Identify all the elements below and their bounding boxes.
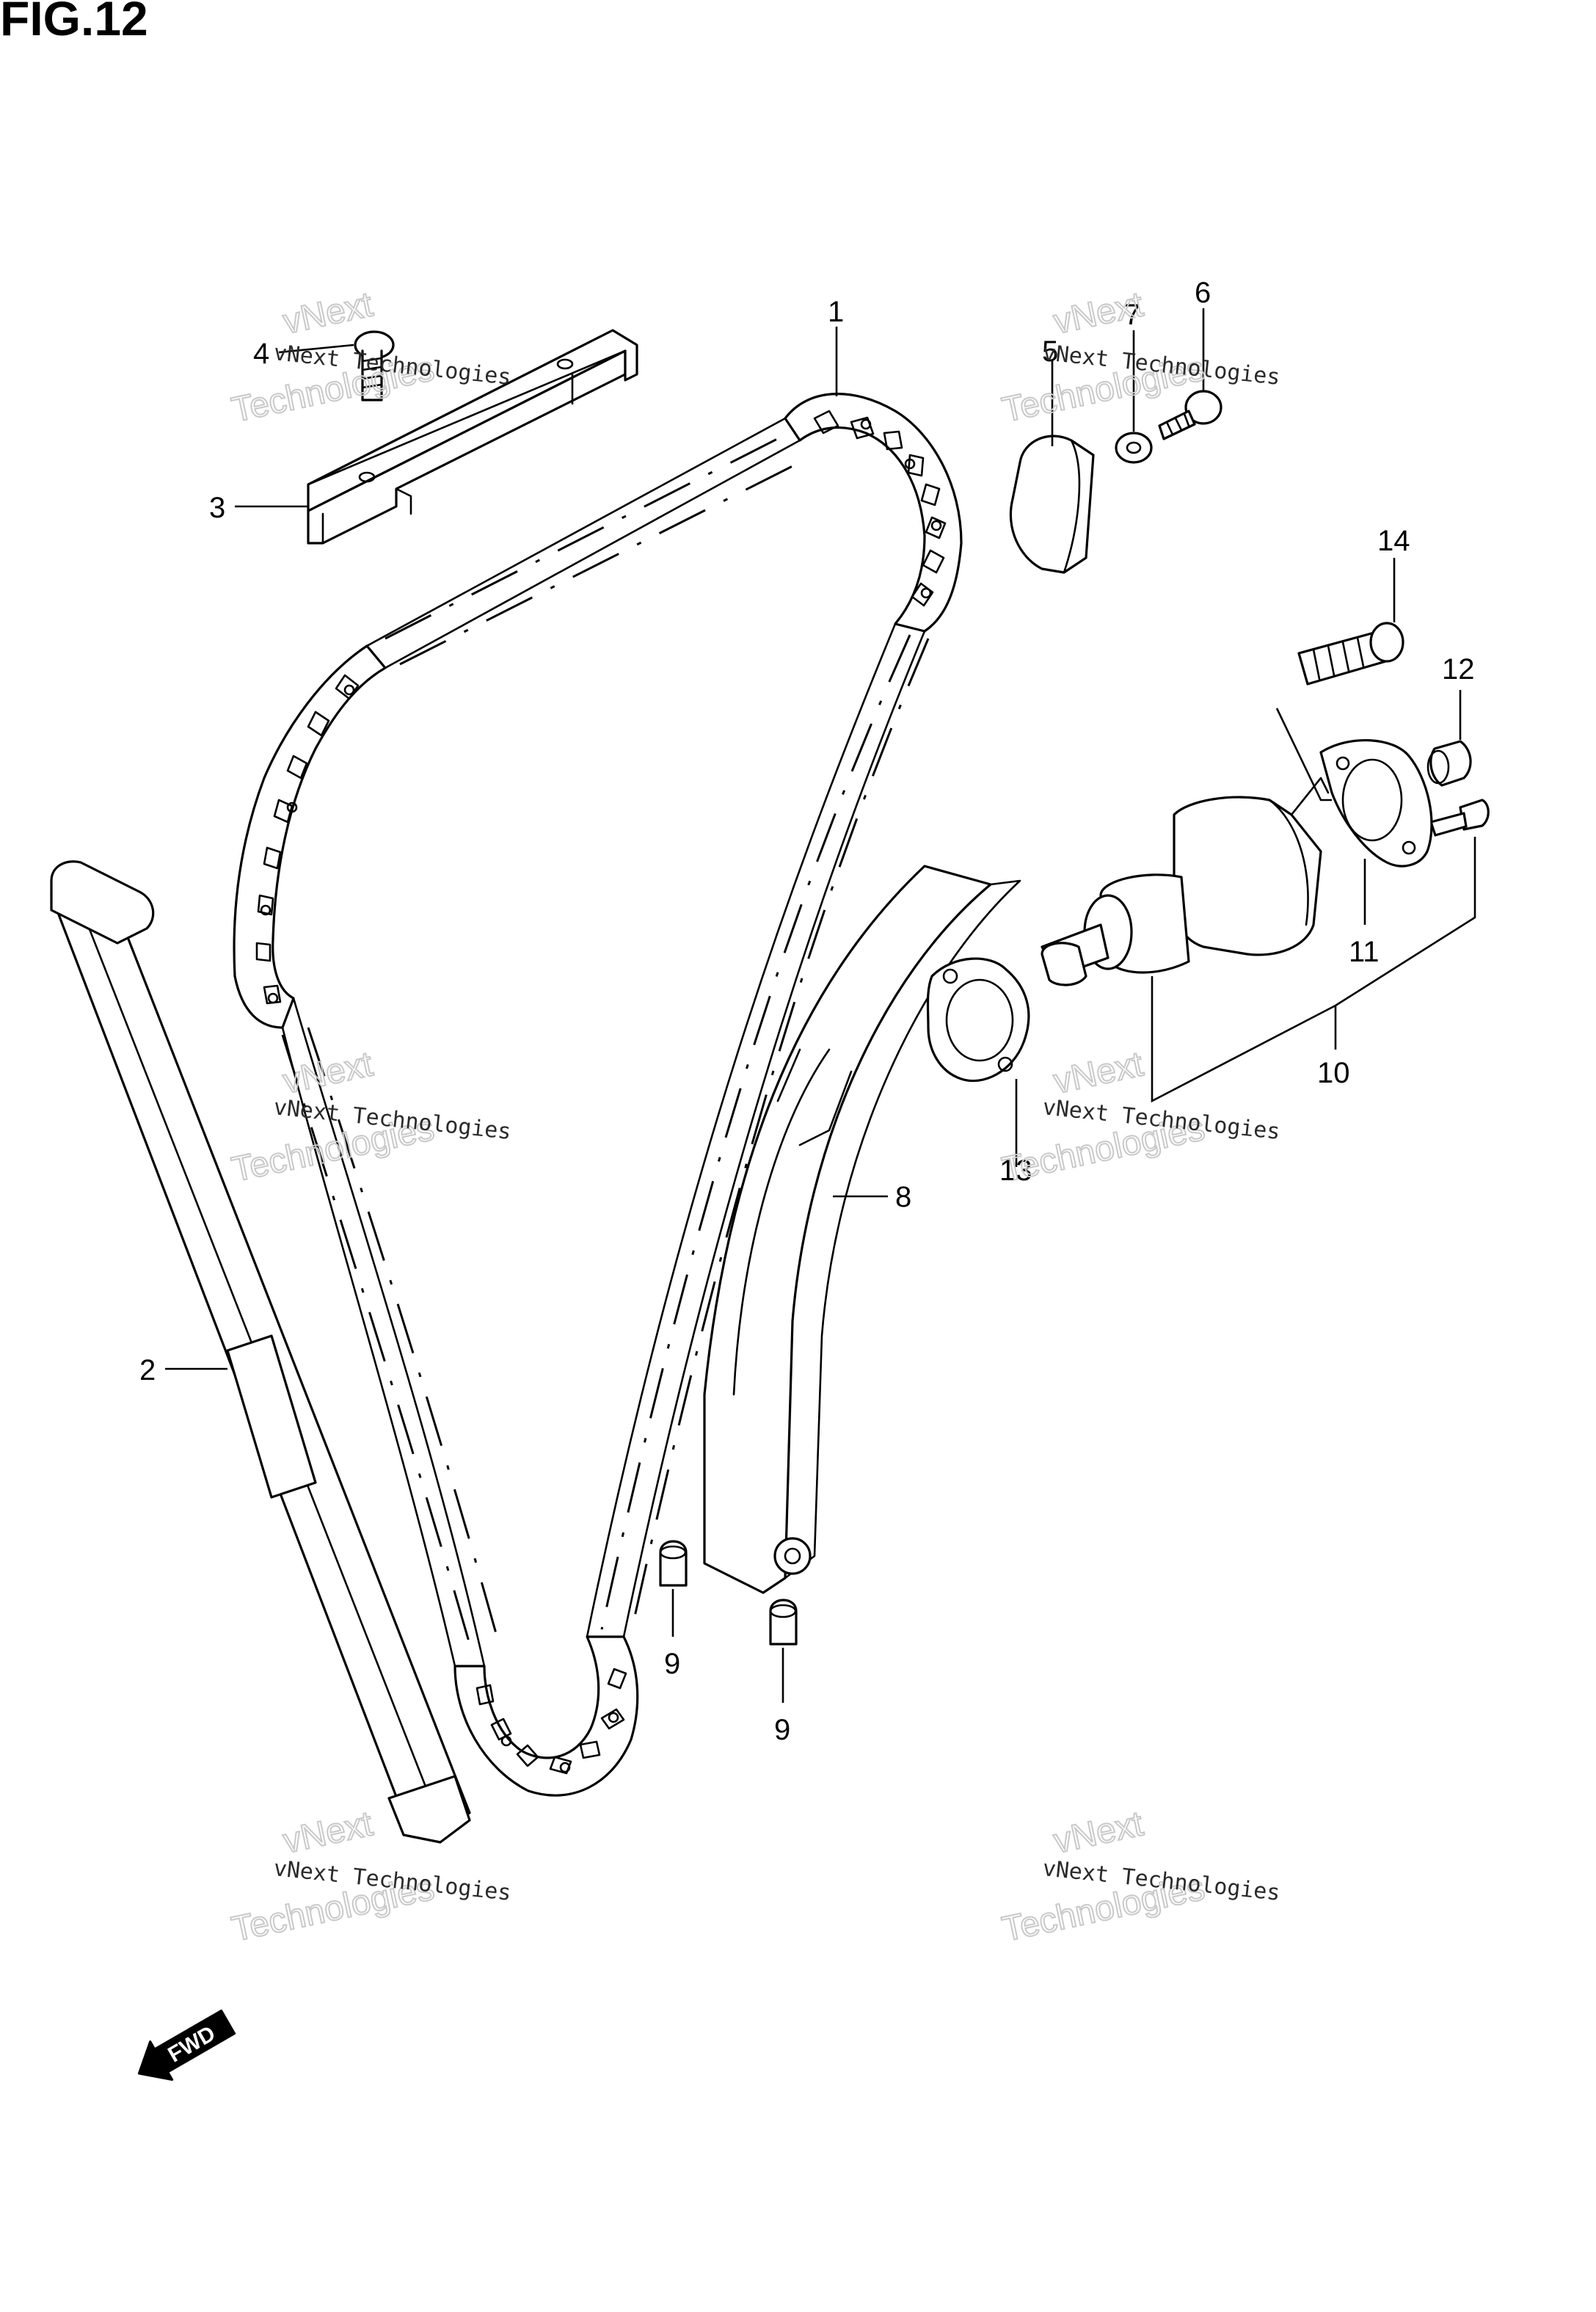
callout-6: 6	[1195, 277, 1211, 309]
callout-5: 5	[1042, 335, 1058, 368]
callout-labels: 1 2 3 4 5 6 7 8 9 9 10 11 12 13 14	[139, 277, 1475, 1746]
svg-text:vNext: vNext	[1050, 1804, 1146, 1861]
watermark-bottom-left: vNext Technologies vNext Technologies	[227, 1803, 512, 1949]
callout-1: 1	[828, 296, 844, 328]
callout-13: 13	[999, 1155, 1032, 1187]
part-5-cushion	[1009, 435, 1095, 574]
watermark-top-right: vNext Technologies vNext Technologies	[998, 284, 1281, 430]
part-1-cam-chain	[233, 393, 963, 1797]
part-10-bolt-small	[1429, 799, 1490, 837]
watermark-mid-right: vNext Technologies vNext Technologies	[998, 1044, 1281, 1190]
callout-14: 14	[1377, 525, 1410, 557]
callout-2: 2	[139, 1354, 156, 1386]
part-12-cap-bolt	[1426, 740, 1472, 787]
svg-text:vNext: vNext	[1050, 1044, 1146, 1101]
watermark-bottom-right: vNext Technologies vNext Technologies	[998, 1803, 1281, 1949]
part-13-tensioner-gasket	[926, 957, 1030, 1083]
svg-text:vNext: vNext	[280, 285, 376, 341]
callout-7: 7	[1124, 299, 1140, 331]
part-7-washer	[1115, 432, 1153, 464]
part-6-bolt	[1158, 390, 1222, 440]
part-4-bolt	[354, 330, 395, 401]
callout-9a: 9	[664, 1648, 680, 1680]
fwd-direction-arrow: FWD	[137, 2009, 236, 2081]
part-9-pin-a	[659, 1540, 688, 1637]
part-8-chain-tensioner-guide	[703, 865, 1021, 1594]
callout-10: 10	[1317, 1057, 1350, 1089]
part-9-pin-b	[769, 1599, 798, 1703]
part-11-gasket	[1319, 739, 1433, 868]
callout-8: 8	[895, 1181, 911, 1213]
svg-text:vNext: vNext	[280, 1044, 376, 1101]
watermark-mid-left: vNext Technologies vNext Technologies	[227, 1044, 512, 1190]
part-3-chain-guide-top	[307, 329, 638, 545]
svg-text:vNext: vNext	[1050, 285, 1146, 341]
callout-12: 12	[1442, 653, 1475, 686]
svg-text:vNext: vNext	[280, 1804, 376, 1861]
figure-title: FIG.12	[0, 0, 148, 46]
part-2-chain-guide-rear	[50, 860, 471, 1844]
callout-3: 3	[209, 492, 225, 524]
callout-9b: 9	[774, 1714, 790, 1746]
callout-11: 11	[1349, 936, 1380, 968]
leader-lines	[165, 308, 1476, 1370]
callout-4: 4	[253, 338, 269, 370]
part-10-tensioner-adjuster	[1041, 777, 1330, 986]
part-14-bolt	[1297, 622, 1404, 686]
